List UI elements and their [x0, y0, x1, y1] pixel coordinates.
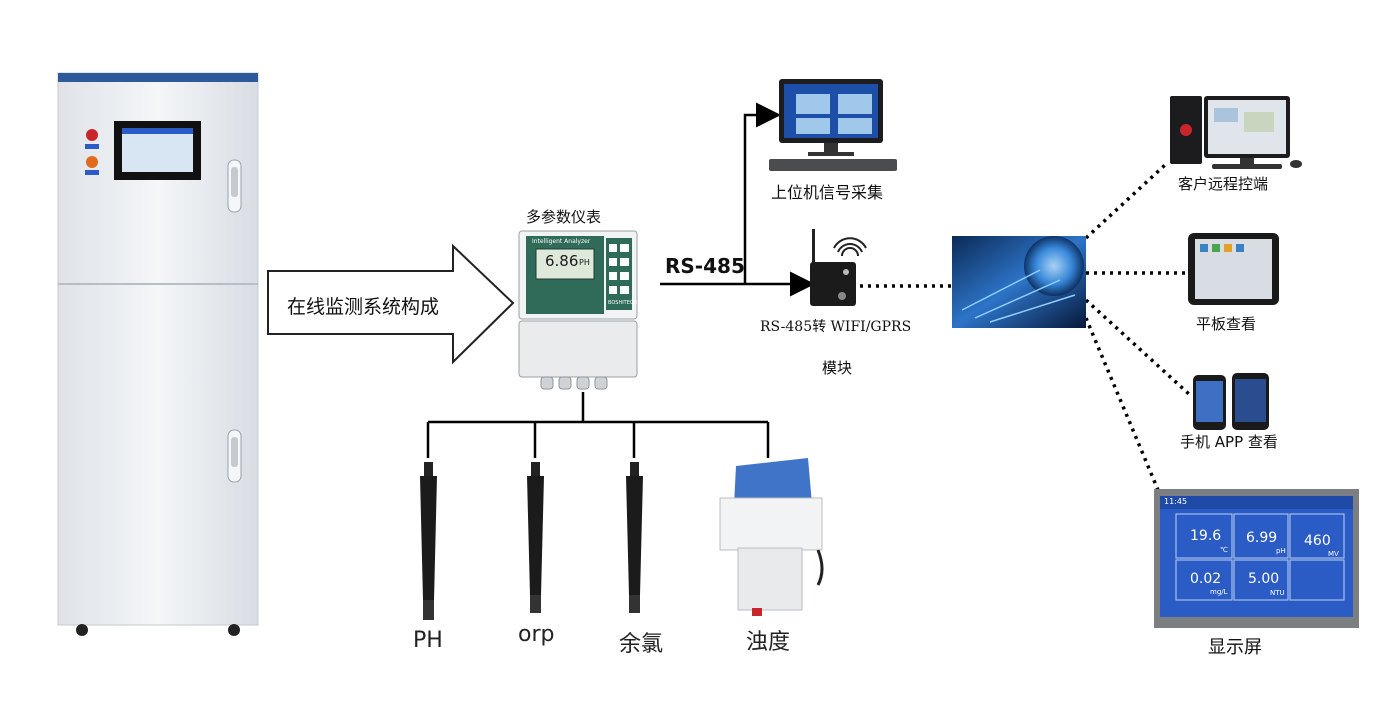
upper-computer: [769, 79, 897, 171]
remote-pc-label: 客户远程控端: [1178, 175, 1269, 193]
meter-logo: BOSHITECH: [608, 300, 638, 306]
system-arrow: [267, 243, 515, 365]
sensor-chlorine: [626, 462, 643, 613]
meter-reading-value: 6.86: [545, 252, 579, 270]
converter-module: [810, 229, 867, 306]
tablet-label: 平板查看: [1196, 315, 1257, 333]
meter-brand: Intelligent Analyzer: [532, 238, 591, 245]
sensor-label-chlorine: 余氯: [619, 632, 664, 657]
sensor-turbidity: [719, 458, 824, 616]
meter-reading-unit: PH: [579, 258, 590, 267]
sensor-label-turbidity: 浊度: [746, 630, 791, 655]
display-cell-value: 19.6: [1190, 528, 1222, 544]
display-cell-unit: MV: [1328, 550, 1339, 558]
network-hub: [952, 236, 1086, 328]
display-cell-value: 5.00: [1248, 571, 1280, 587]
sensor-label-orp: orp: [518, 622, 555, 647]
display-cell-unit: ℃: [1220, 546, 1228, 554]
analyzer-cabinet: [57, 72, 259, 636]
display-cell-value: 460: [1304, 533, 1331, 549]
display-time: 11:45: [1164, 497, 1188, 506]
sensor-orp: [527, 462, 544, 613]
sensor-ph: [420, 462, 437, 620]
module-label-line2: 模块: [822, 359, 853, 377]
phones: [1193, 373, 1269, 430]
display-label: 显示屏: [1208, 637, 1262, 658]
meter-title: 多参数仪表: [526, 208, 602, 226]
remote-pc: [1170, 96, 1302, 169]
sensor-label-ph: PH: [413, 628, 443, 653]
display-cell-unit: mg/L: [1210, 588, 1228, 596]
display-screen: [1154, 489, 1359, 628]
upper-computer-label: 上位机信号采集: [771, 183, 884, 202]
display-cell-unit: NTU: [1270, 589, 1285, 597]
module-label-line1: RS-485转 WIFI/GPRS: [760, 319, 912, 335]
phone-label: 手机 APP 查看: [1180, 433, 1278, 451]
multi-parameter-meter: [518, 230, 638, 390]
rs485-label: RS-485: [665, 254, 745, 278]
display-cell-value: 0.02: [1190, 571, 1222, 587]
display-cell-value: 6.99: [1246, 530, 1278, 546]
tablet: [1188, 233, 1279, 305]
display-cell-unit: pH: [1276, 547, 1286, 555]
sensor-bus: [426, 392, 770, 458]
rs485-link: [660, 102, 815, 297]
wireless-links: [860, 163, 1192, 491]
arrow-text: 在线监测系统构成: [287, 296, 440, 318]
